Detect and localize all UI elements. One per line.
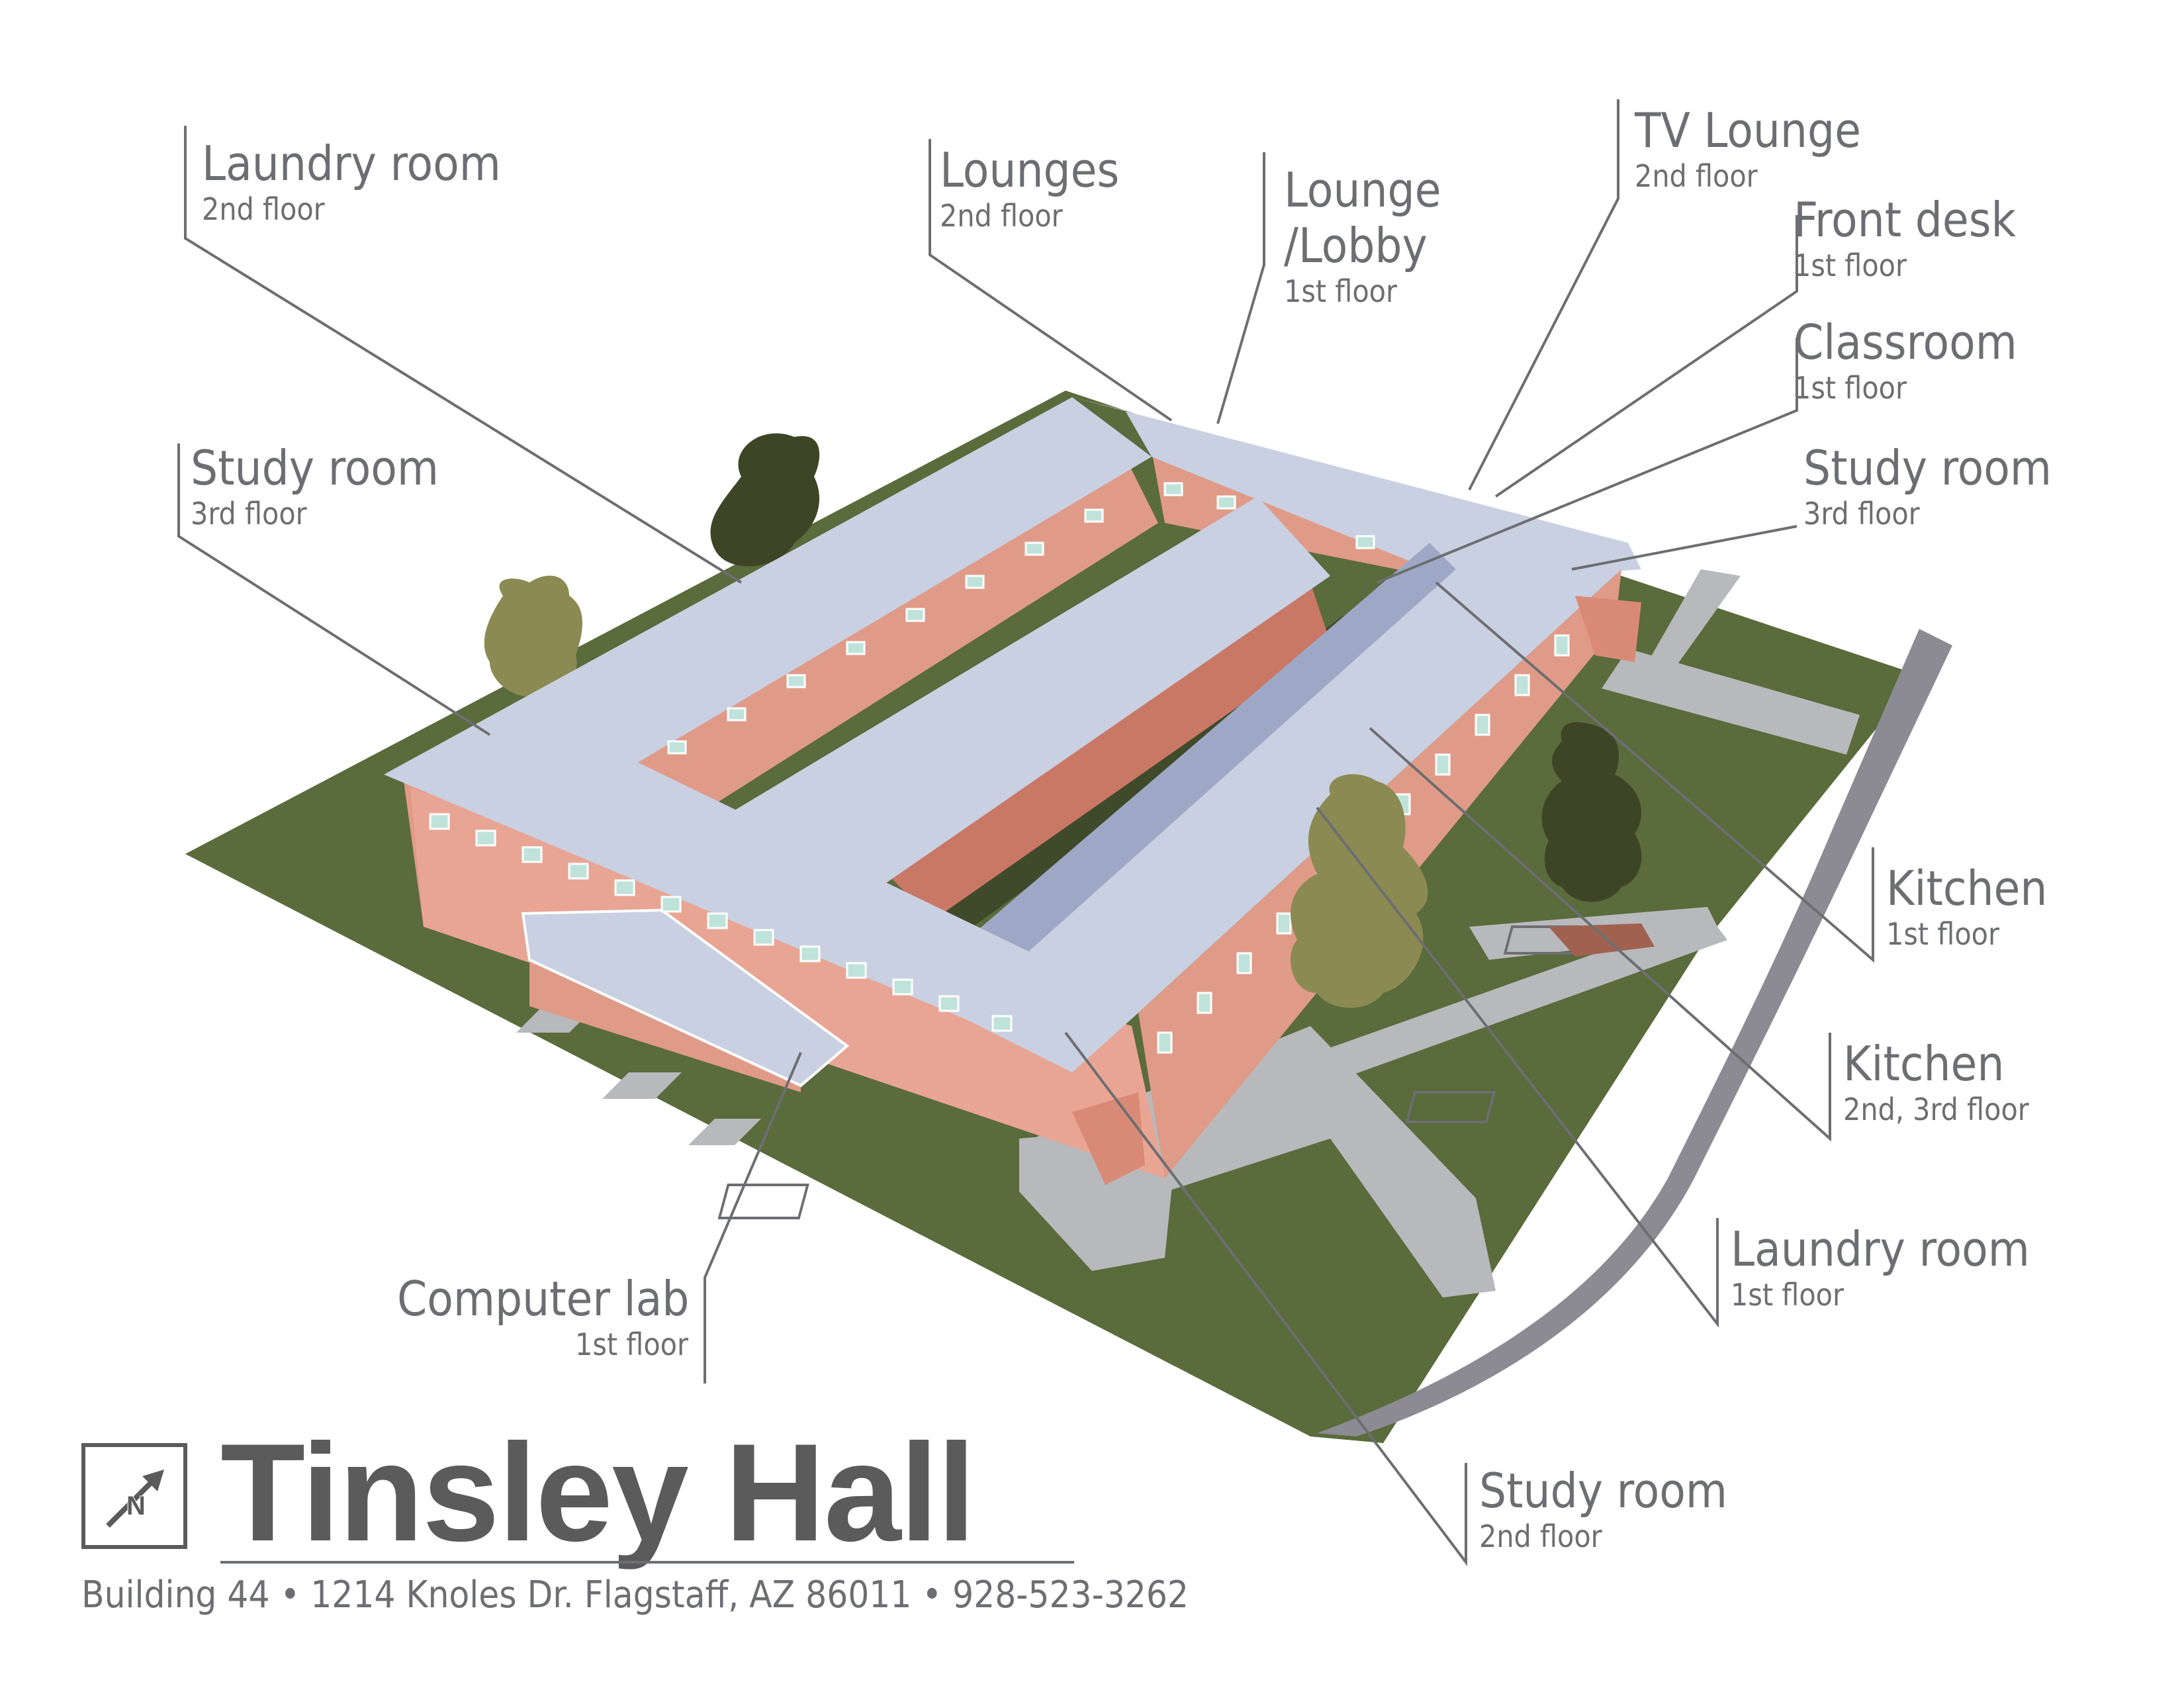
computer-lab-wall [529, 960, 801, 1092]
label-name: Study room [1803, 440, 2052, 496]
east-wing-roof [1019, 543, 1621, 1013]
middle-wing-wall [887, 583, 1330, 920]
tree-front-light [1291, 774, 1428, 1008]
label-floor: 1st floor [1284, 273, 1397, 309]
label-floor: 1st floor [1731, 1277, 1844, 1313]
east-wing-roof-dark [966, 543, 1456, 960]
south-wing-roof [384, 761, 1138, 1072]
label-kitchen-2nd-3rd: Kitchen 2nd, 3rd floor [1843, 1036, 2029, 1127]
label-name: Laundry room [1731, 1221, 2030, 1277]
leader-laundry-room-2nd [184, 126, 743, 584]
label-name: Laundry room [202, 136, 501, 191]
label-name: Kitchen [1886, 861, 2048, 916]
label-kitchen-1st: Kitchen 1st floor [1886, 861, 2047, 952]
leader-study-room-2nd [1064, 1031, 1467, 1566]
label-floor: 1st floor [1794, 248, 1907, 283]
label-floor: 1st floor [1794, 370, 1907, 406]
label-name: Front desk [1794, 192, 2016, 248]
label-name: Classroom [1794, 314, 2017, 370]
label-name: Study room [1479, 1463, 1727, 1519]
title-block: N Tinsley Hall Building 44 • 1214 Knoles… [81, 1417, 1189, 1617]
label-laundry-room-2nd: Laundry room 2nd floor [202, 136, 501, 227]
west-wing-outer-wall-lower [410, 788, 1165, 1178]
leader-front-desk-1st [1494, 215, 1798, 498]
leader-laundry-room-1st [1316, 806, 1719, 1328]
road [1317, 629, 1952, 1436]
leader-kitchen-2nd-3rd [1369, 727, 1831, 1142]
label-floor: 2nd floor [1635, 158, 1758, 194]
patio [1549, 923, 1655, 957]
leader-tv-lounge-2nd [1468, 99, 1619, 491]
north-wing-roof [1072, 397, 1641, 583]
label-front-desk-1st: Front desk 1st floor [1794, 192, 2016, 283]
label-floor: 2nd, 3rd floor [1843, 1092, 2029, 1127]
label-name: Kitchen [1843, 1036, 2005, 1092]
label-computer-lab-1st: Computer lab 1st floor [397, 1271, 690, 1362]
label-floor: 3rd floor [1803, 496, 1920, 532]
label-name: Computer lab [397, 1271, 690, 1327]
east-entrance [1575, 596, 1641, 662]
label-name: Lounges [940, 142, 1120, 198]
bike-racks [717, 925, 1587, 1219]
label-name: Lounge /Lobby [1284, 162, 1441, 273]
label-lounge-lobby-1st: Lounge /Lobby 1st floor [1284, 162, 1441, 309]
label-study-room-3rd-right: Study room 3rd floor [1803, 440, 2052, 532]
leader-lounges-2nd [929, 139, 1173, 422]
label-lounges-2nd: Lounges 2nd floor [940, 142, 1119, 234]
label-floor: 2nd floor [202, 191, 325, 227]
leader-kitchen-1st [1435, 581, 1874, 963]
leader-lounge-lobby-1st [1216, 152, 1265, 424]
address-line: Building 44 • 1214 Knoles Dr. Flagstaff,… [81, 1573, 1189, 1617]
label-floor: 1st floor [1886, 916, 1999, 952]
west-wing-roof [384, 397, 1152, 774]
middle-wing-roof [728, 496, 1330, 887]
label-floor: 1st floor [575, 1327, 688, 1362]
page-title: Tinsley Hall [220, 1415, 976, 1570]
label-laundry-room-1st: Laundry room 1st floor [1731, 1221, 2030, 1313]
tree-back-dark [710, 433, 820, 567]
label-tv-lounge-2nd: TV Lounge 2nd floor [1635, 103, 1861, 194]
leader-lines [177, 99, 1874, 1566]
label-floor: 2nd floor [940, 198, 1063, 234]
label-classroom-1st: Classroom 1st floor [1794, 314, 2017, 406]
label-study-room-3rd-left: Study room 3rd floor [191, 440, 439, 532]
title-rule [220, 1561, 1074, 1564]
label-study-room-2nd: Study room 2nd floor [1479, 1463, 1727, 1554]
leader-computer-lab-1st [704, 1052, 802, 1383]
tree-back-light [484, 575, 582, 696]
leader-classroom-1st [1376, 338, 1798, 584]
computer-lab-roof [521, 908, 850, 1088]
north-arrow-icon: N [81, 1443, 187, 1549]
leader-study-room-3rd-left [177, 444, 491, 736]
label-floor: 2nd floor [1479, 1519, 1602, 1554]
label-name: Study room [191, 440, 439, 496]
walkways [516, 569, 1860, 1297]
label-floor: 3rd floor [191, 496, 307, 532]
tree-front-dark [1541, 722, 1642, 902]
label-name: TV Lounge [1635, 103, 1861, 158]
leader-study-room-3rd-right [1571, 525, 1797, 571]
north-letter: N [126, 1491, 146, 1521]
